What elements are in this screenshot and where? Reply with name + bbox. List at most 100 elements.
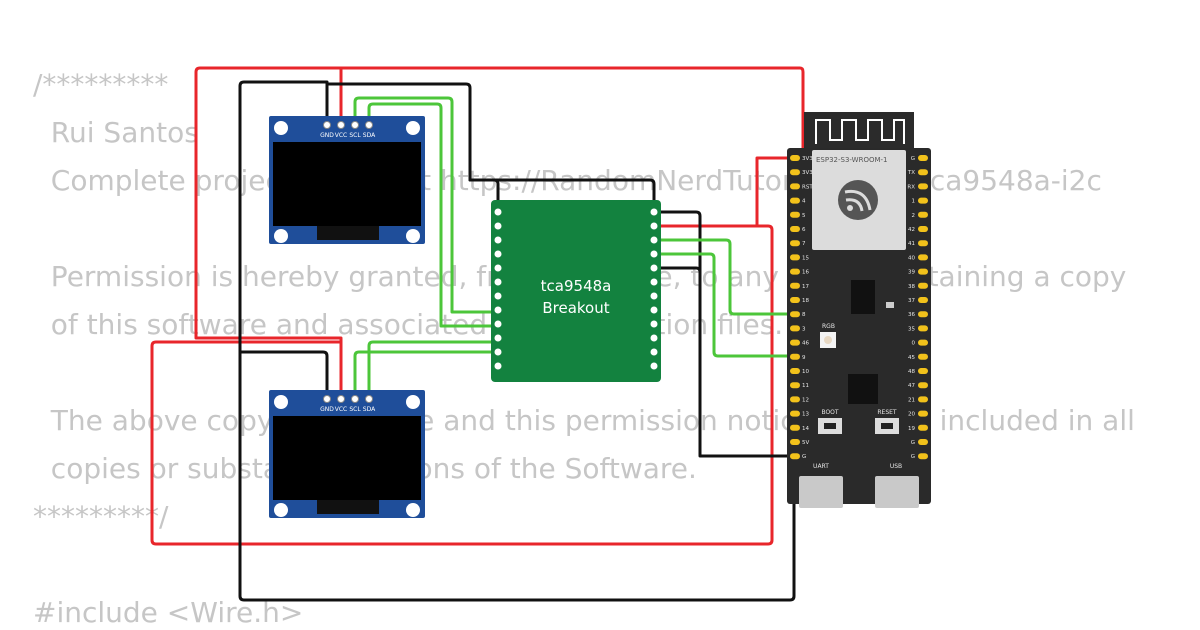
esp-pin-left[interactable]: [790, 297, 800, 303]
esp-pin-right[interactable]: [918, 226, 928, 232]
mux-pin-right[interactable]: [650, 292, 658, 300]
pin-scl[interactable]: [351, 121, 359, 129]
oled-display-bottom[interactable]: GND VCC SCL SDA: [269, 390, 425, 518]
mux-pin-right[interactable]: [650, 264, 658, 272]
esp-pin-right[interactable]: [918, 424, 928, 431]
wire-sda-bottom-oled[interactable]: [367, 340, 500, 400]
esp-pin-left[interactable]: [790, 368, 800, 374]
mux-pin-right[interactable]: [650, 236, 658, 244]
mux-pin-left[interactable]: [494, 208, 502, 216]
mux-pin-left[interactable]: [494, 250, 502, 258]
mux-pin-right[interactable]: [650, 278, 658, 286]
mux-right-pins[interactable]: [650, 208, 658, 370]
esp-pin-left[interactable]: [790, 155, 800, 161]
mux-pin-right[interactable]: [650, 320, 658, 328]
mux-pin-left[interactable]: [494, 236, 502, 244]
esp-pin-right[interactable]: [918, 353, 928, 360]
mux-pin-left[interactable]: [494, 292, 502, 300]
esp32-s3-devkit[interactable]: ESP32-S3-WROOM-1 RGB BOOT RESET UART USB: [787, 112, 931, 508]
esp-pin-left[interactable]: [790, 169, 800, 176]
esp-pin-left[interactable]: [790, 282, 800, 289]
esp-pin-left[interactable]: [790, 396, 800, 403]
mux-pin-left[interactable]: [494, 278, 502, 286]
esp-pin-right[interactable]: [918, 183, 928, 190]
wire-gnd-mux-left[interactable]: [468, 178, 500, 214]
pin-gnd[interactable]: [323, 395, 331, 403]
esp-pin-left[interactable]: [790, 339, 800, 346]
esp-pin-left[interactable]: [790, 197, 800, 204]
esp-pin-left[interactable]: [790, 410, 800, 417]
pin-vcc[interactable]: [337, 395, 345, 403]
esp-pin-right[interactable]: [918, 297, 928, 303]
mux-pin-left[interactable]: [494, 334, 502, 342]
tca9548a-breakout[interactable]: tca9548a Breakout: [491, 200, 661, 382]
esp-pin-left[interactable]: [790, 311, 800, 318]
esp-pin-right[interactable]: [918, 325, 928, 332]
oled-pins[interactable]: [323, 121, 373, 129]
esp-pin-right[interactable]: [918, 268, 928, 275]
esp-pin-right[interactable]: [918, 155, 928, 161]
esp-pin-right[interactable]: [918, 311, 928, 318]
pin-sda[interactable]: [365, 121, 373, 129]
wire-3v3-esp[interactable]: [755, 156, 802, 228]
mux-pin-right[interactable]: [650, 362, 658, 370]
pin-gnd[interactable]: [323, 121, 331, 129]
esp-pin-right[interactable]: [918, 254, 928, 261]
esp-pin-left[interactable]: [790, 268, 800, 275]
wire-gnd-mux-a0[interactable]: [655, 266, 702, 274]
esp-pin-right[interactable]: [918, 339, 928, 346]
pin-sda[interactable]: [365, 395, 373, 403]
esp-pin-left[interactable]: [790, 439, 800, 445]
esp-pin-right[interactable]: [918, 211, 928, 218]
esp-pin-right[interactable]: [918, 197, 928, 204]
wire-gnd-mux-esp[interactable]: [655, 210, 802, 458]
wire-sda-top-oled[interactable]: [367, 102, 500, 328]
mux-left-pins[interactable]: [494, 208, 502, 370]
esp-pin-right[interactable]: [918, 169, 928, 176]
oled-display-top[interactable]: GND VCC SCL SDA: [269, 116, 425, 244]
wire-gnd-top-oled[interactable]: [238, 80, 329, 400]
esp-pin-right[interactable]: [918, 382, 928, 389]
esp-pin-right[interactable]: [918, 282, 928, 289]
mux-pin-right[interactable]: [650, 208, 658, 216]
pin-scl[interactable]: [351, 395, 359, 403]
esp-pin-left[interactable]: [790, 254, 800, 261]
esp-pin-right[interactable]: [918, 439, 928, 445]
mux-pin-left[interactable]: [494, 222, 502, 230]
mux-pin-right[interactable]: [650, 334, 658, 342]
boot-button-cap[interactable]: [824, 423, 836, 429]
mux-pin-right[interactable]: [650, 222, 658, 230]
mux-pin-right[interactable]: [650, 348, 658, 356]
esp-pin-left[interactable]: [790, 453, 800, 460]
esp-pin-right[interactable]: [918, 240, 928, 247]
wire-vcc-top-oled[interactable]: [339, 66, 805, 160]
wire-vcc-bus-left[interactable]: [194, 66, 343, 400]
mux-pin-right[interactable]: [650, 306, 658, 314]
wire-scl-bottom-oled[interactable]: [353, 350, 500, 400]
esp-pin-right[interactable]: [918, 368, 928, 374]
esp-pin-left[interactable]: [790, 325, 800, 332]
esp-pin-left[interactable]: [790, 424, 800, 431]
esp-pin-left[interactable]: [790, 183, 800, 190]
esp-pin-left[interactable]: [790, 353, 800, 360]
mux-pin-left[interactable]: [494, 348, 502, 356]
mux-pin-right[interactable]: [650, 250, 658, 258]
wire-scl-mux-esp[interactable]: [655, 252, 802, 358]
esp-pin-right[interactable]: [918, 410, 928, 417]
uart-usb-port[interactable]: [799, 476, 843, 508]
reset-button-cap[interactable]: [881, 423, 893, 429]
esp-pin-right[interactable]: [918, 396, 928, 403]
esp-pin-left[interactable]: [790, 240, 800, 247]
wire-scl-top-oled[interactable]: [353, 96, 500, 314]
wire-sda-mux-esp[interactable]: [655, 238, 802, 316]
esp-pin-left[interactable]: [790, 382, 800, 389]
wire-vcc-bottom-loop[interactable]: [150, 224, 774, 546]
esp-pin-right[interactable]: [918, 453, 928, 460]
mux-pin-left[interactable]: [494, 264, 502, 272]
oled-pins[interactable]: [323, 395, 373, 403]
usb-port[interactable]: [875, 476, 919, 508]
